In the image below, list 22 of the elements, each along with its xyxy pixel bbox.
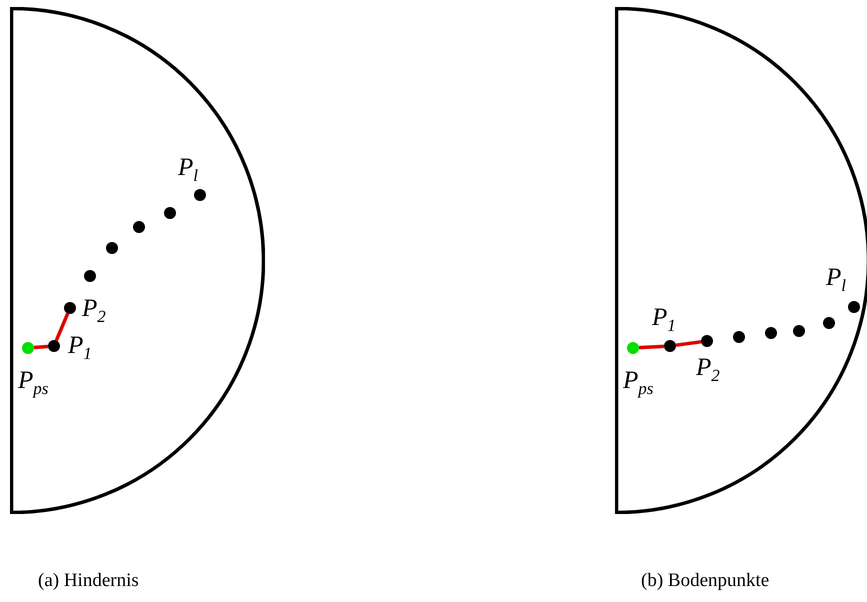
point-label: P$_{l}$ [178, 155, 198, 184]
connector-line [676, 340, 702, 347]
point-dot [823, 317, 835, 329]
point-dot [793, 325, 805, 337]
subfigure-caption: (b) Bodenpunkte [641, 570, 770, 592]
point-dot [733, 331, 745, 343]
point-dot [133, 221, 145, 233]
point-label: P$_{1}$ [652, 305, 676, 334]
point-label: P$_{2}$ [82, 296, 106, 325]
subfigure-caption: (a) Hindernis [38, 570, 139, 592]
point-label: P$_{1}$ [68, 333, 92, 362]
point-dot [84, 270, 96, 282]
point-dot [164, 207, 176, 219]
point-label: P$_{ps}$ [623, 368, 654, 397]
connector-line [638, 344, 664, 350]
connector-line [54, 312, 70, 342]
point-dot [765, 327, 777, 339]
point-label: P$_{l}$ [826, 265, 846, 294]
point-label: P$_{2}$ [696, 355, 720, 384]
point-dot [106, 242, 118, 254]
connector-line [34, 344, 48, 350]
point-label: P$_{ps}$ [18, 368, 48, 397]
